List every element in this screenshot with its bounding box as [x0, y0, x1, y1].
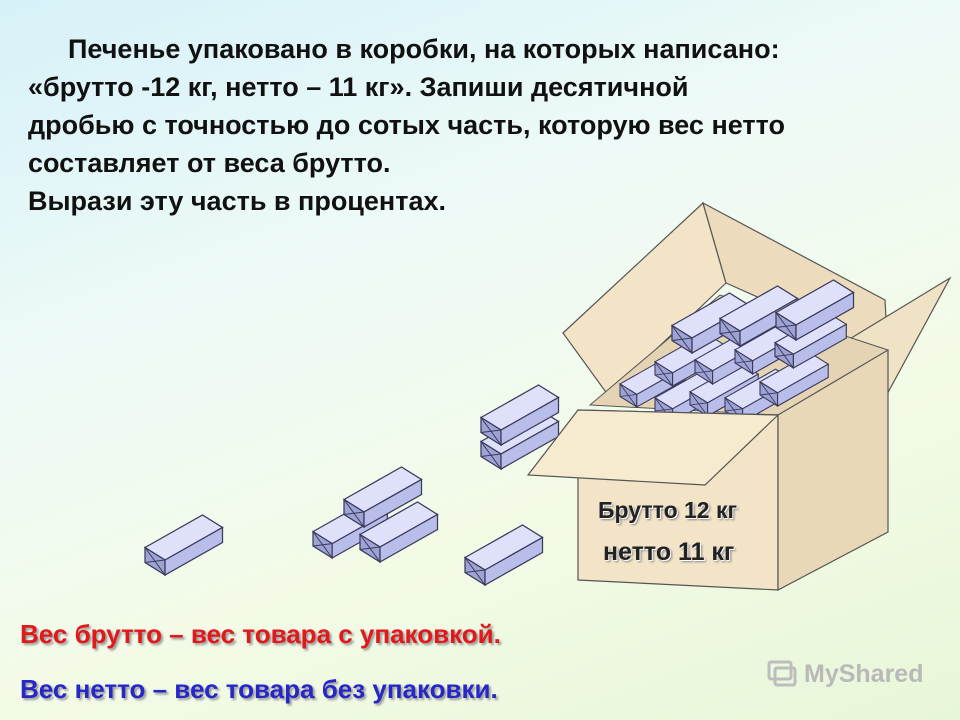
- watermark-text: MyShared: [804, 659, 924, 688]
- problem-line-2: «брутто -12 кг, нетто – 11 кг». Запиши д…: [28, 72, 689, 102]
- carton-box: [526, 201, 952, 591]
- cookie-pack: [144, 514, 224, 576]
- problem-line-1: Печенье упаковано в коробки, на которых …: [68, 34, 780, 64]
- problem-line-5: Вырази эту часть в процентах.: [28, 186, 446, 216]
- myshared-logo-icon: [767, 660, 797, 687]
- gross-definition: Вес брутто – вес товара с упаковкой.: [20, 619, 501, 649]
- problem-line-3: дробью с точностью до сотых часть, котор…: [28, 110, 786, 140]
- watermark: MyShared: [766, 656, 923, 692]
- problem-text: Печенье упаковано в коробки, на которых …: [28, 30, 928, 220]
- net-definition: Вес нетто – вес товара без упаковки.: [20, 674, 498, 704]
- problem-line-4: составляет от веса брутто.: [28, 148, 391, 178]
- net-weight-label: нетто 11 кг: [603, 538, 735, 566]
- gross-weight-label: Брутто 12 кг: [598, 497, 738, 523]
- cookie-pack: [464, 524, 544, 586]
